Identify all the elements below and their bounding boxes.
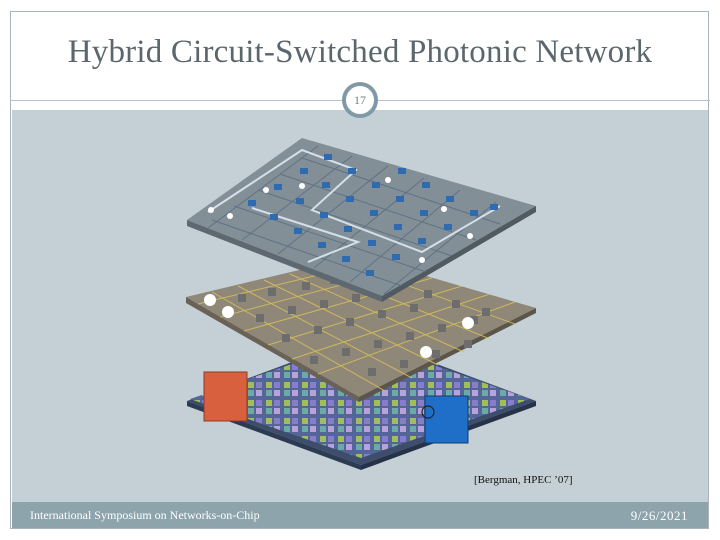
slide-frame (10, 11, 709, 529)
citation: [Bergman, HPEC ’07] (474, 474, 573, 486)
source-node-square (203, 371, 248, 422)
three-layer-network-diagram (186, 138, 536, 470)
destination-node-marker (421, 405, 435, 419)
slide-number-badge: 17 (342, 82, 378, 118)
footer-bar: International Symposium on Networks-on-C… (12, 502, 708, 528)
footer-date: 9/26/2021 (630, 508, 688, 523)
destination-node-square (424, 395, 469, 444)
electronic-layer (186, 256, 536, 402)
photonic-layer (187, 138, 536, 302)
footer-conference: International Symposium on Networks-on-C… (30, 508, 260, 522)
slide-title: Hybrid Circuit-Switched Photonic Network (67, 34, 653, 70)
